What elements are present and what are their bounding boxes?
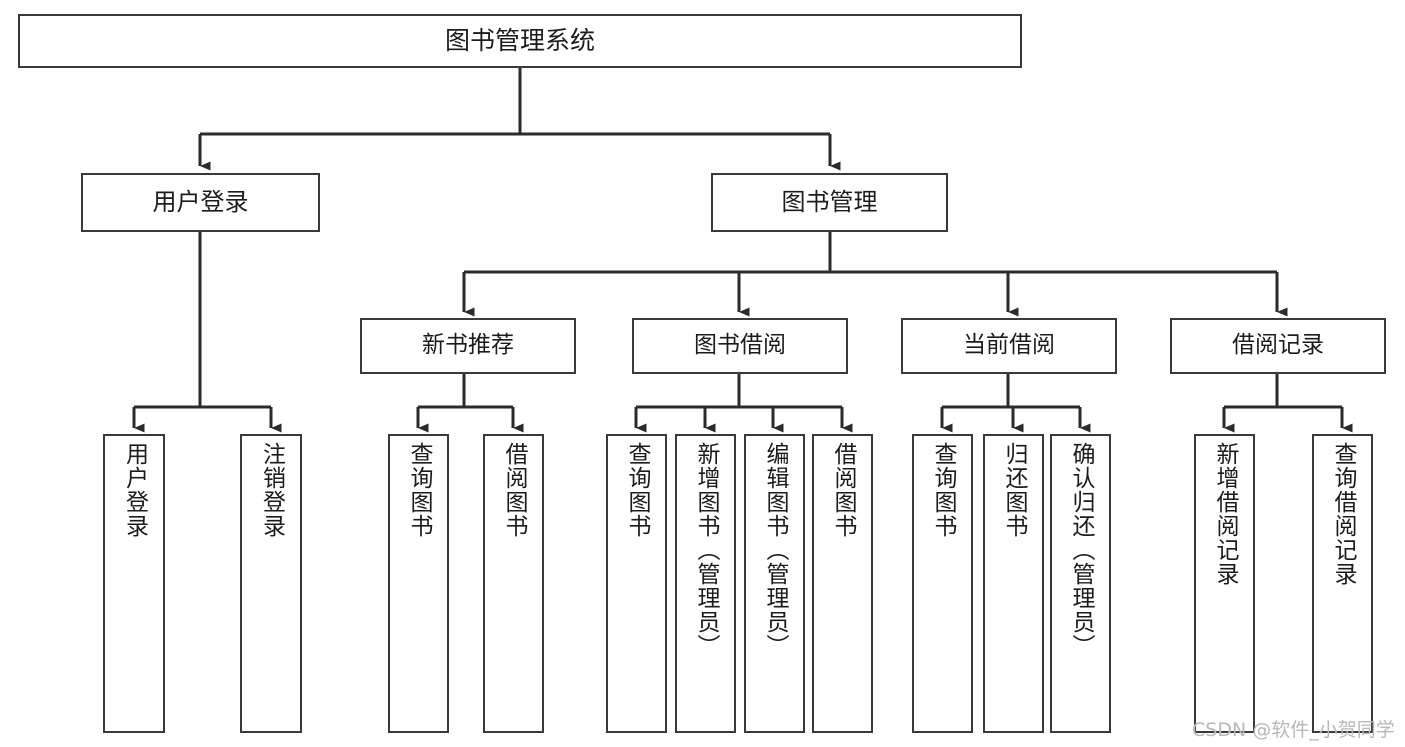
node-label: 编辑图书（管理员） [762,442,788,658]
node-book-management[interactable]: 图书管理 [711,173,948,232]
node-label: 注销登录 [258,442,285,538]
node-label: 当前借阅 [963,332,1055,359]
leaf-book-borrow-edit[interactable]: 编辑图书（管理员） [744,434,805,733]
leaf-user-login-signout[interactable]: 注销登录 [240,434,302,733]
leaf-new-book-query[interactable]: 查询图书 [388,434,449,733]
node-label: 查询图书 [624,442,650,538]
node-root-library-system[interactable]: 图书管理系统 [18,14,1022,68]
node-label: 借阅记录 [1232,332,1324,359]
node-label: 用户登录 [152,188,249,217]
node-label: 新增图书（管理员） [693,442,719,658]
node-label: 图书管理 [781,188,878,217]
leaf-book-borrow-borrow[interactable]: 借阅图书 [812,434,873,733]
node-user-login[interactable]: 用户登录 [81,173,320,232]
node-label: 确认归还（管理员） [1068,442,1094,658]
node-new-book-recommend[interactable]: 新书推荐 [360,318,576,374]
node-label: 借阅图书 [830,442,856,538]
leaf-current-borrow-return[interactable]: 归还图书 [983,434,1044,733]
node-label: 查询图书 [406,442,432,538]
node-book-borrow[interactable]: 图书借阅 [632,318,848,374]
leaf-user-login-signin[interactable]: 用户登录 [103,434,165,733]
node-label: 查询借阅记录 [1330,442,1356,586]
leaf-current-borrow-query[interactable]: 查询图书 [912,434,973,733]
node-label: 借阅图书 [501,442,527,538]
node-current-borrow[interactable]: 当前借阅 [901,318,1117,374]
node-label: 归还图书 [1001,442,1027,538]
node-label: 查询图书 [930,442,956,538]
node-label: 新增借阅记录 [1212,442,1238,586]
node-label: 新书推荐 [422,332,514,359]
leaf-book-borrow-query[interactable]: 查询图书 [606,434,667,733]
leaf-borrow-record-query[interactable]: 查询借阅记录 [1312,434,1373,733]
node-label: 图书借阅 [694,332,786,359]
leaf-book-borrow-add[interactable]: 新增图书（管理员） [675,434,736,733]
node-label: 图书管理系统 [444,26,595,56]
node-borrow-record[interactable]: 借阅记录 [1170,318,1386,374]
leaf-new-book-borrow[interactable]: 借阅图书 [483,434,544,733]
node-label: 用户登录 [121,442,148,538]
leaf-borrow-record-add[interactable]: 新增借阅记录 [1194,434,1255,733]
leaf-current-borrow-confirm-return[interactable]: 确认归还（管理员） [1050,434,1111,733]
